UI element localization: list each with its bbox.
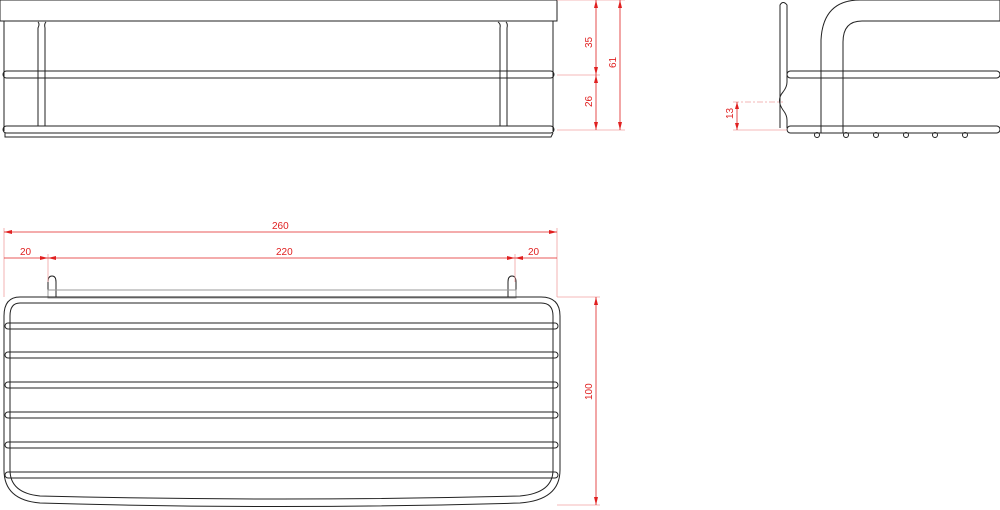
shelf-frame bbox=[3, 296, 561, 507]
dim-upper-height: 35 bbox=[584, 36, 595, 48]
side-view: 13 bbox=[725, 0, 1000, 138]
wall-bracket bbox=[779, 2, 788, 128]
dim-lower-height: 26 bbox=[584, 95, 595, 107]
dim-center-span: 220 bbox=[276, 247, 293, 258]
shelf-top-plate bbox=[0, 0, 558, 22]
front-view: 35 26 61 bbox=[0, 0, 625, 138]
bottom-rail bbox=[2, 125, 555, 134]
left-hook bbox=[47, 275, 57, 297]
shelf-arm bbox=[820, 0, 1000, 133]
dim-bracket-offset: 13 bbox=[725, 107, 736, 119]
right-bracket bbox=[497, 21, 508, 126]
rail-ends bbox=[814, 132, 968, 138]
dim-depth: 100 bbox=[584, 383, 595, 400]
shelf-rails bbox=[4, 322, 559, 479]
middle-rail bbox=[2, 70, 555, 79]
top-view: 260 20 220 20 100 bbox=[3, 221, 600, 507]
dim-total-width: 260 bbox=[272, 221, 289, 232]
dim-right-offset: 20 bbox=[528, 247, 540, 258]
left-bracket bbox=[37, 21, 47, 126]
dim-left-offset: 20 bbox=[20, 247, 32, 258]
dim-total-height: 61 bbox=[608, 56, 619, 68]
